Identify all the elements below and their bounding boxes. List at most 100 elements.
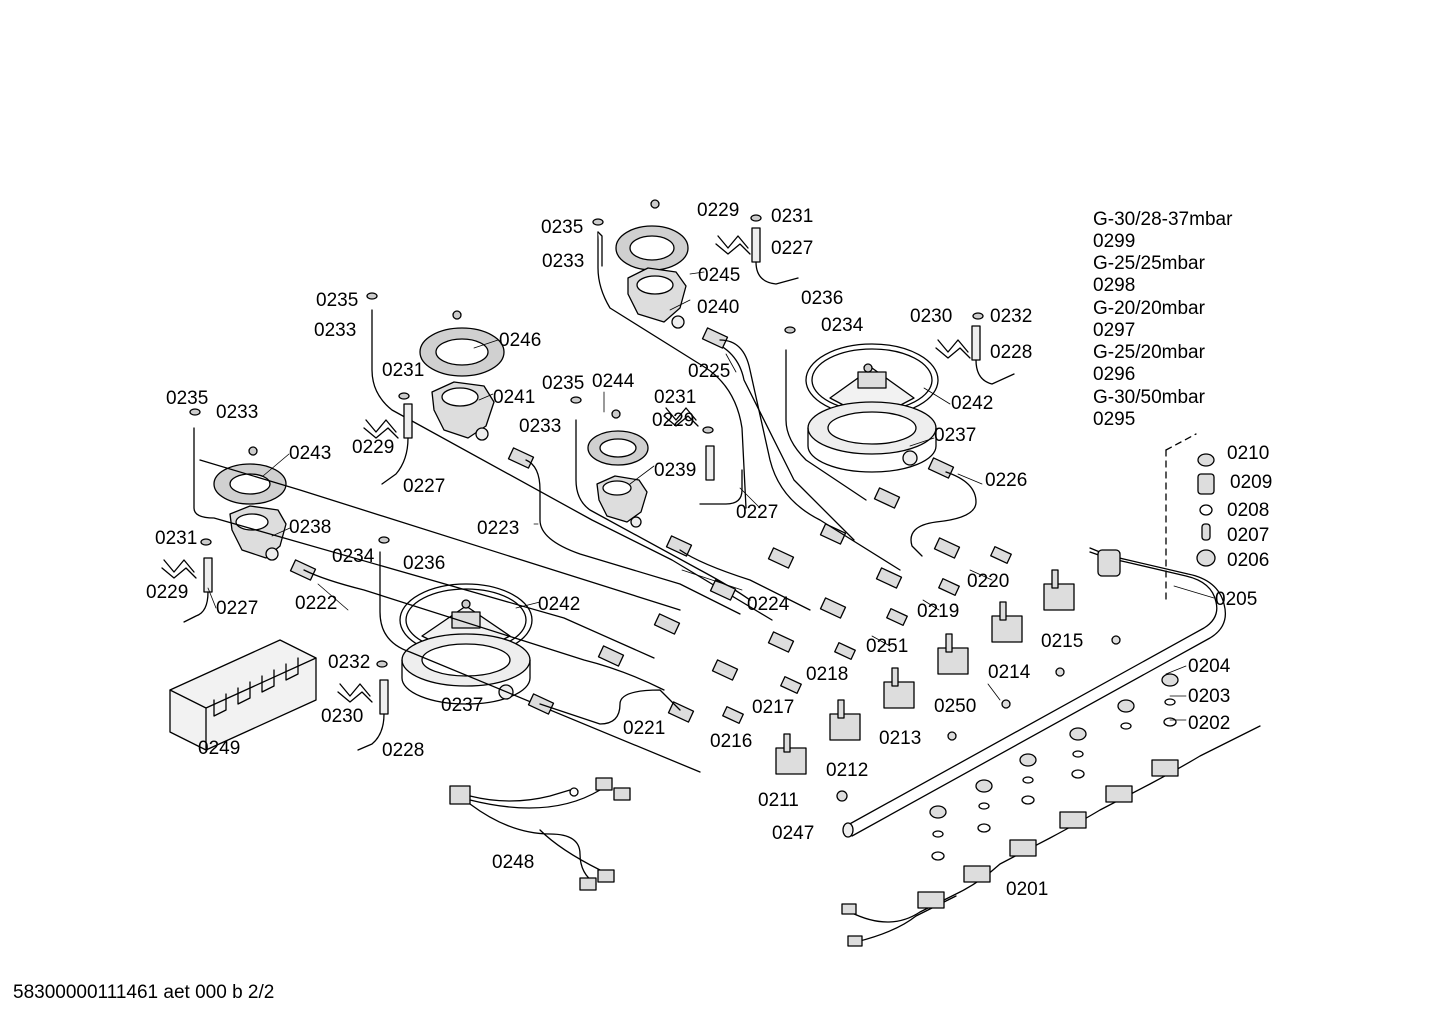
gas-valve-taps (775, 569, 1121, 802)
part-callout-label: 0242 (538, 594, 580, 615)
part-callout-label: 0228 (382, 740, 424, 761)
burner-assembly-rear-center (615, 199, 689, 329)
part-callout-label: 0251 (866, 636, 908, 657)
part-callout-label: 0227 (216, 598, 258, 619)
part-callout-label: 0231 (382, 360, 424, 381)
injector-parts (1196, 453, 1216, 567)
gas-variant-code: 0295 (1093, 409, 1136, 430)
part-callout-label: 0250 (934, 696, 976, 717)
part-callout-label: 0212 (826, 760, 868, 781)
part-callout-label: 0243 (289, 443, 331, 464)
part-callout-label: 0202 (1188, 713, 1230, 734)
gas-variant-code: 0296 (1093, 364, 1136, 385)
ignition-switch-harness (841, 725, 1261, 947)
part-callout-label: 0245 (698, 265, 740, 286)
part-callout-label: 0233 (542, 251, 584, 272)
part-callout-label: 0223 (477, 518, 519, 539)
part-callout-label: 0219 (917, 601, 959, 622)
part-callout-label: 0206 (1227, 550, 1269, 571)
part-callout-label: 0228 (990, 342, 1032, 363)
part-callout-label: 0233 (519, 416, 561, 437)
part-callout-label: 0233 (216, 402, 258, 423)
gas-variant-code: 0298 (1093, 275, 1136, 296)
part-callout-label: 0205 (1215, 589, 1257, 610)
part-callout-label: 0214 (988, 662, 1031, 683)
part-callout-label: 0218 (806, 664, 848, 685)
part-callout-label: 0248 (492, 852, 534, 873)
part-callout-label: 0221 (623, 718, 665, 739)
part-callout-label: 0233 (314, 320, 356, 341)
part-callout-label: 0227 (403, 476, 445, 497)
part-callout-label: 0208 (1227, 500, 1269, 521)
gas-variant-code: 0297 (1093, 320, 1136, 341)
part-callout-label: 0232 (328, 652, 370, 673)
part-callout-label: 0236 (801, 288, 843, 309)
spring-clips (161, 235, 971, 703)
burner-assembly-center (587, 409, 649, 528)
part-callout-label: 0227 (736, 502, 778, 523)
part-callout-label: 0216 (710, 731, 752, 752)
part-callout-label: 0204 (1188, 656, 1231, 677)
gas-supply-pipes (303, 339, 977, 725)
gas-variant-name: G-25/25mbar (1093, 253, 1205, 274)
gas-pipe-fittings (289, 327, 1012, 724)
gas-variant-name: G-30/50mbar (1093, 387, 1205, 408)
part-callout-label: 0220 (967, 571, 1009, 592)
wiring-harness (449, 777, 631, 891)
burner-assembly-front-left (213, 446, 287, 561)
part-callout-label: 0242 (951, 393, 993, 414)
part-callout-label: 0201 (1006, 879, 1048, 900)
part-callout-label: 0215 (1041, 631, 1083, 652)
part-callout-label: 0222 (295, 593, 337, 614)
part-callout-label: 0235 (542, 373, 584, 394)
part-callout-label: 0211 (758, 790, 799, 811)
ignition-module (169, 639, 317, 751)
part-callout-label: 0203 (1188, 686, 1230, 707)
part-callout-label: 0237 (441, 695, 483, 716)
part-callout-label: 0237 (934, 425, 976, 446)
part-callout-label: 0244 (592, 371, 635, 392)
part-callout-label: 0235 (316, 290, 358, 311)
leader-lines (207, 271, 1215, 721)
part-callout-label: 0224 (747, 594, 790, 615)
gas-variant-name: G-25/20mbar (1093, 342, 1205, 363)
part-callout-label: 0235 (541, 217, 583, 238)
ignition-electrodes (183, 227, 1015, 751)
part-callout-label: 0236 (403, 553, 445, 574)
part-callout-label: 0231 (771, 206, 813, 227)
part-callout-label: 0227 (771, 238, 813, 259)
knob-rings (929, 673, 1179, 861)
burner-assembly-rear-left (419, 310, 505, 441)
washers (189, 214, 984, 668)
part-callout-label: 0249 (198, 738, 240, 759)
part-callout-label: 0229 (697, 200, 739, 221)
gas-variant-code: 0299 (1093, 231, 1136, 252)
part-callout-label: 0230 (321, 706, 363, 727)
part-callout-label: 0230 (910, 306, 952, 327)
part-callout-label: 0229 (652, 410, 694, 431)
callout-labels: 0235 0233 0245 0229 0231 0227 0240 0236 0234 0230… (146, 200, 1272, 900)
part-callout-label: 0207 (1227, 525, 1269, 546)
part-callout-label: 0239 (654, 460, 696, 481)
gas-variant-name: G-30/28-37mbar (1093, 209, 1233, 230)
gas-manifold-rail (842, 433, 1227, 838)
part-callout-label: 0234 (332, 546, 375, 567)
part-callout-label: 0209 (1230, 472, 1272, 493)
part-callout-label: 0234 (821, 315, 864, 336)
part-callout-label: 0225 (688, 361, 730, 382)
part-callout-label: 0213 (879, 728, 921, 749)
part-callout-label: 0229 (146, 582, 188, 603)
part-callout-label: 0231 (155, 528, 197, 549)
part-callout-label: 0246 (499, 330, 541, 351)
part-callout-label: 0240 (697, 297, 739, 318)
part-callout-label: 0217 (752, 697, 794, 718)
part-callout-label: 0232 (990, 306, 1032, 327)
part-callout-label: 0247 (772, 823, 814, 844)
part-callout-label: 0241 (493, 387, 535, 408)
part-callout-label: 0229 (352, 437, 394, 458)
wok-burner-rear-right (805, 343, 939, 473)
part-callout-label: 0235 (166, 388, 208, 409)
document-footer-id: 58300000111461 aet 000 b 2/2 (13, 982, 275, 1003)
gas-variant-name: G-20/20mbar (1093, 298, 1205, 319)
